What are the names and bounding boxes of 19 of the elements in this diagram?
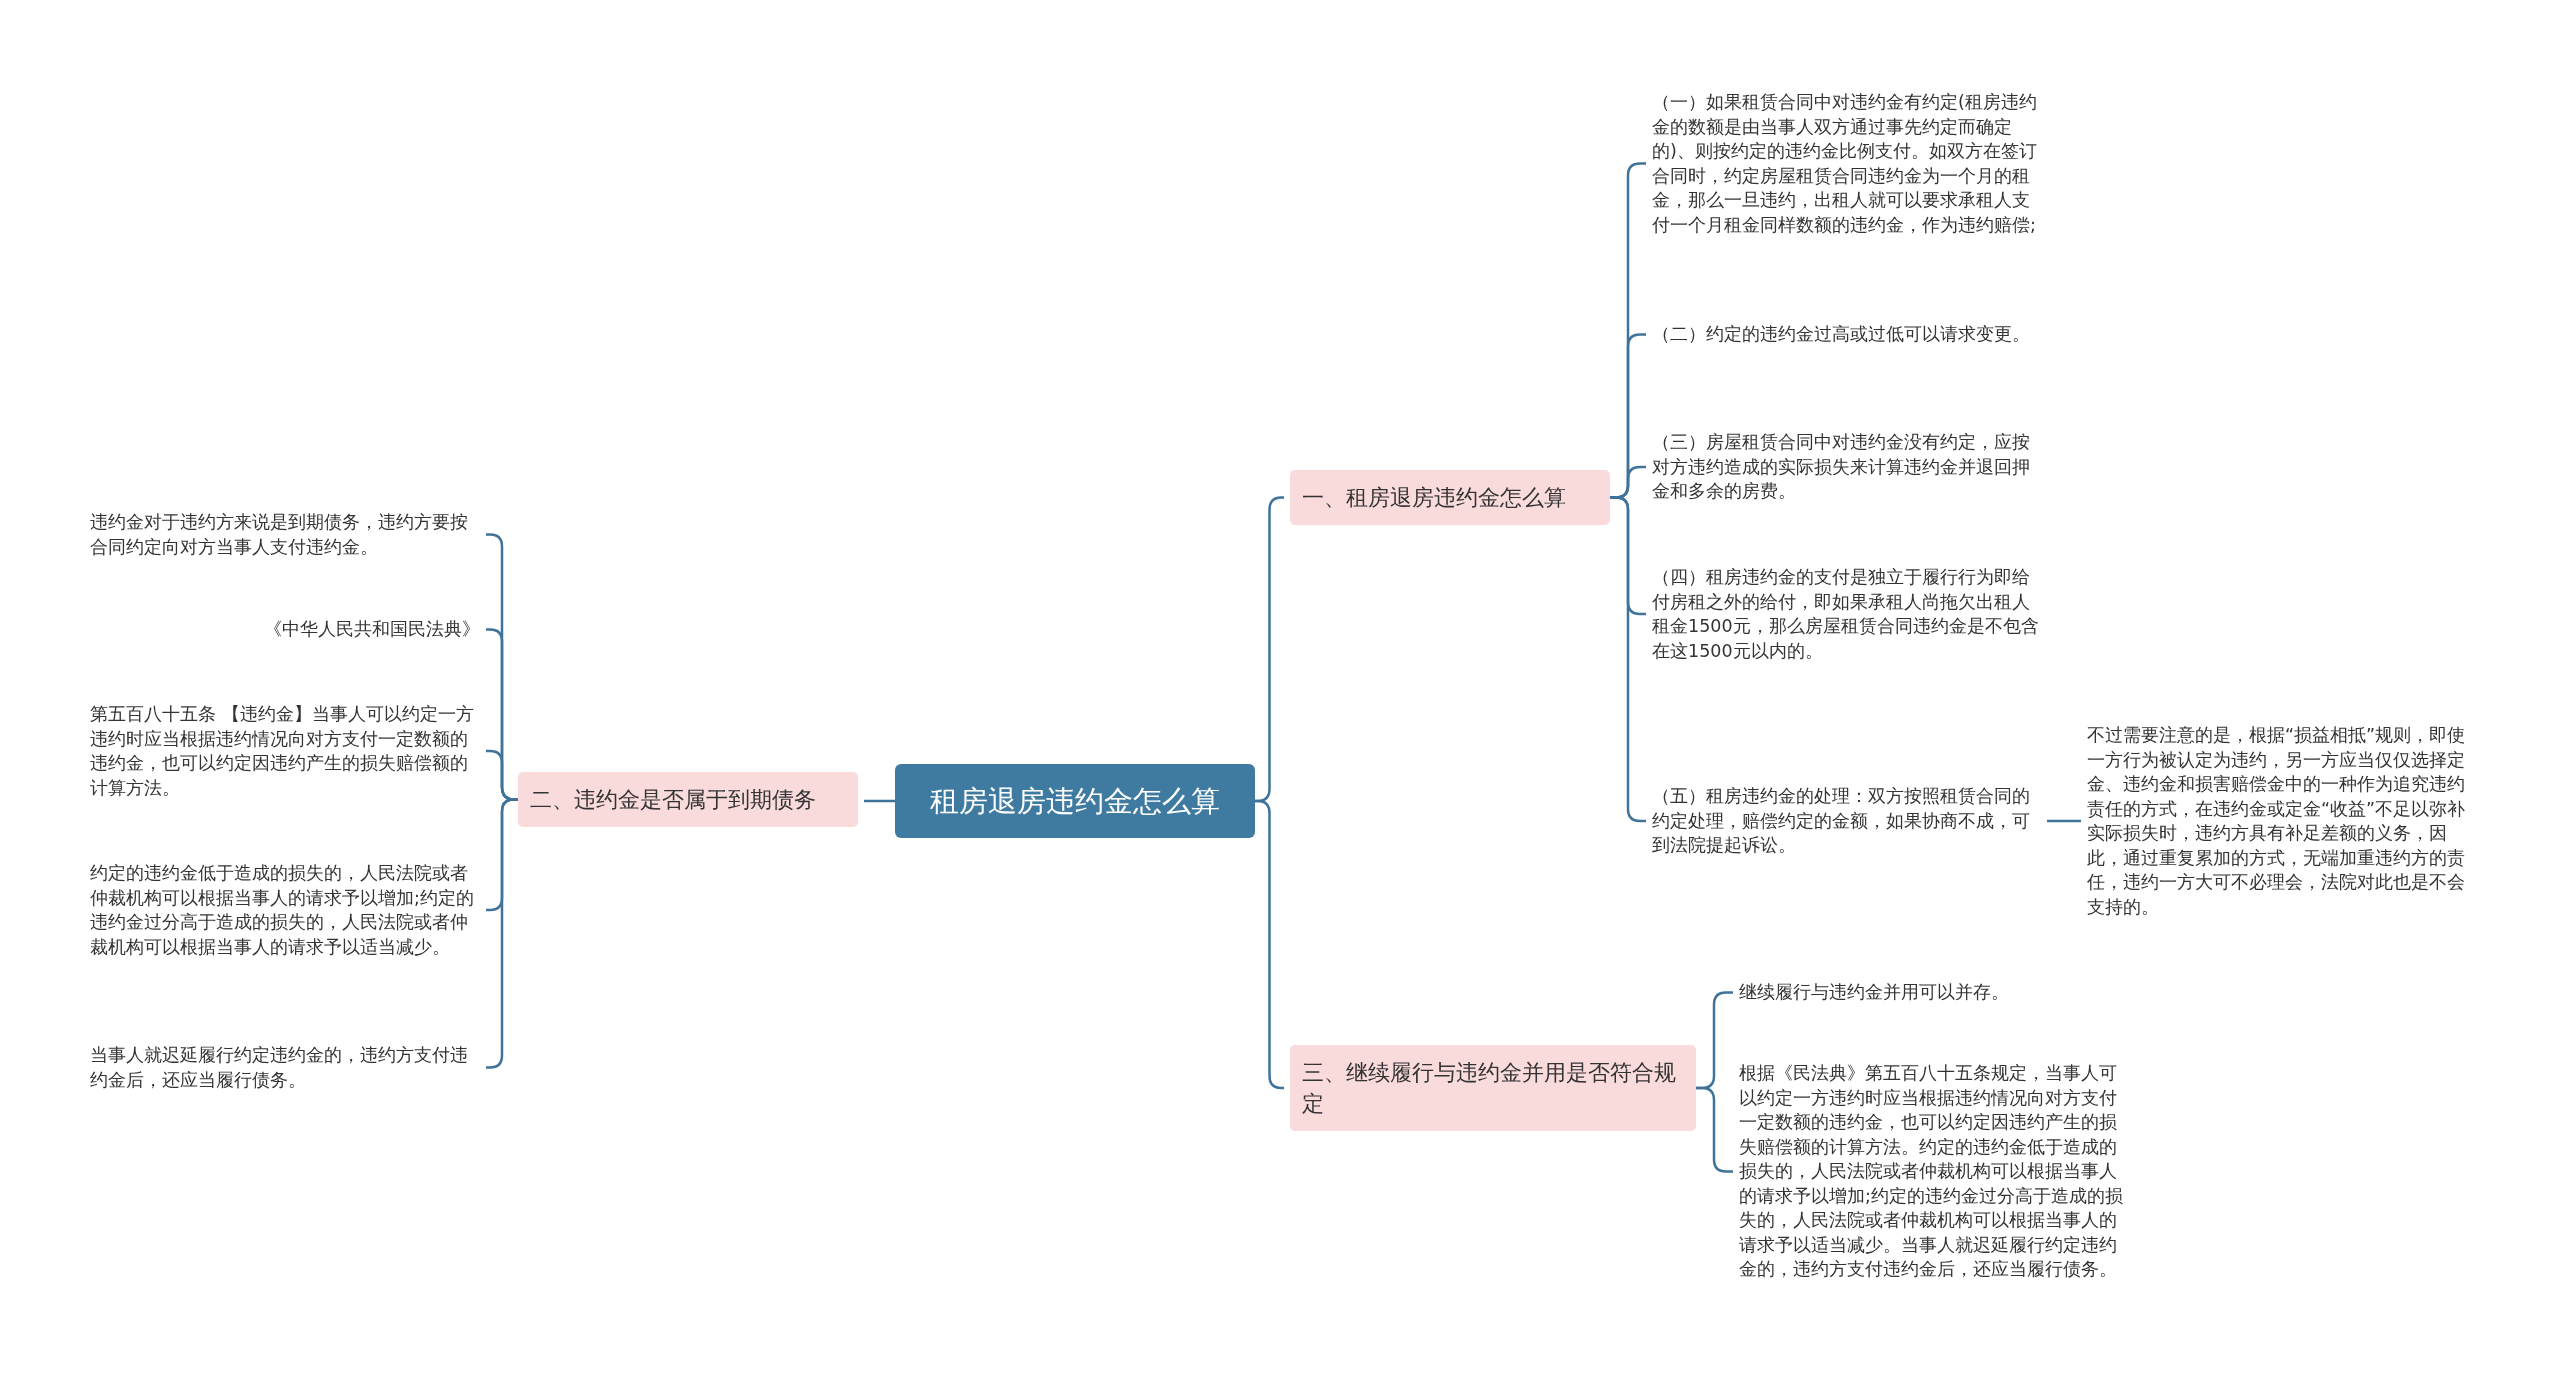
leaf-note: 《中华人民共和国民法典》 [90, 617, 480, 642]
branch-topic: 三、继续履行与违约金并用是否符合规定 [1290, 1045, 1696, 1131]
leaf-note: 当事人就迟延履行约定违约金的，违约方支付违约金后，还应当履行债务。 [90, 1043, 480, 1092]
leaf-note: （五）租房违约金的处理：双方按照租赁合同的约定处理，赔偿约定的金额，如果协商不成，可到法院提起诉讼。 [1652, 784, 2047, 858]
leaf-note: （三）房屋租赁合同中对违约金没有约定，应按对方违约造成的实际损失来计算违约金并退回押金和多余的房费。 [1652, 430, 2047, 504]
branch-topic: 一、租房退房违约金怎么算 [1290, 470, 1610, 525]
leaf-note: （四）租房违约金的支付是独立于履行行为即给付房租之外的给付，即如果承租人尚拖欠出租人租金1500元，那么房屋租赁合同违约金是不包含在这1500元以内的。 [1652, 565, 2047, 663]
leaf-note: （一）如果租赁合同中对违约金有约定(租房违约金的数额是由当事人双方通过事先约定而确定的)、则按约定的违约金比例支付。如双方在签订合同时，约定房屋租赁合同违约金为一个月的租金，那么一旦违约，出租人就可以要求承租人支付一个月租金同样数额的违约金，作为违约赔偿; [1652, 90, 2047, 237]
connector-line [2047, 819, 2081, 823]
leaf-note: （二）约定的违约金过高或过低可以请求变更。 [1652, 322, 2047, 347]
connector-line [864, 799, 895, 803]
leaf-note: 约定的违约金低于造成的损失的，人民法院或者仲裁机构可以根据当事人的请求予以增加;约定的违约金过分高于造成的损失的，人民法院或者仲裁机构可以根据当事人的请求予以适当减少。 [90, 861, 480, 959]
central-topic: 租房退房违约金怎么算 [895, 764, 1255, 838]
leaf-note: 不过需要注意的是，根据“损益相抵”规则，即使一方行为被认定为违约，另一方应当仅仅选择定金、违约金和损害赔偿金中的一种作为追究违约责任的方式，在违约金或定金“收益”不足以弥补实际损失时，违约方具有补足差额的义务，因此，通过重复累加的方式，无端加重违约方的责任，违约一方大可不必理会，法院对此也是不会支持的。 [2087, 723, 2482, 919]
leaf-note: 继续履行与违约金并用可以并存。 [1739, 980, 2129, 1005]
branch-topic: 二、违约金是否属于到期债务 [518, 772, 858, 827]
leaf-note: 根据《民法典》第五百八十五条规定，当事人可以约定一方违约时应当根据违约情况向对方支付一定数额的违约金，也可以约定因违约产生的损失赔偿额的计算方法。约定的违约金低于造成的损失的，人民法院或者仲裁机构可以根据当事人的请求予以增加;约定的违约金过分高于造成的损失的，人民法院或者仲裁机构可以根据当事人的请求予以适当减少。当事人就迟延履行约定违约金的，违约方支付违约金后，还应当履行债务。 [1739, 1061, 2134, 1282]
leaf-note: 违约金对于违约方来说是到期债务，违约方要按合同约定向对方当事人支付违约金。 [90, 510, 480, 559]
leaf-note: 第五百八十五条 【违约金】当事人可以约定一方违约时应当根据违约情况向对方支付一定数额的违约金，也可以约定因违约产生的损失赔偿额的计算方法。 [90, 702, 480, 800]
